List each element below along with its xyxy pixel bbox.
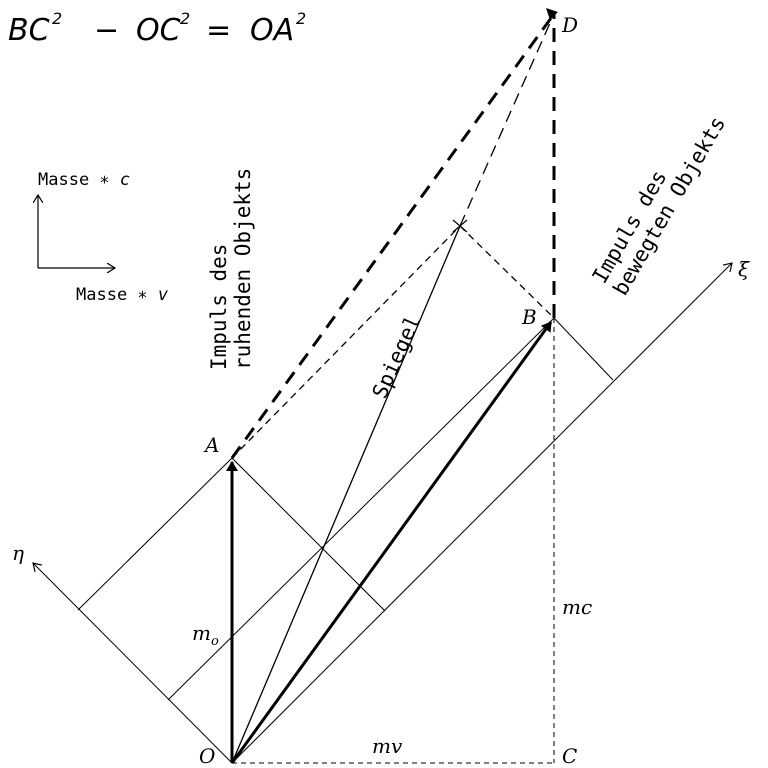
- grid-line: [77, 457, 233, 611]
- equation-equals: =: [206, 13, 231, 48]
- legend-x-label: Masse ∗ v: [76, 285, 169, 305]
- dashed-lines: [230, 13, 556, 764]
- svg-text:Spiegel: Spiegel: [368, 311, 426, 402]
- point-a-label: A: [203, 433, 219, 457]
- grid-line: [231, 457, 386, 612]
- xi-axis: [231, 263, 732, 764]
- point-b-label: B: [521, 305, 537, 329]
- svg-text:ruhenden Objekts: ruhenden Objekts: [231, 168, 255, 370]
- equation-minus: −: [94, 13, 119, 48]
- mirror-d-dashed-line: [459, 13, 555, 227]
- grid-line: [167, 317, 555, 701]
- legend-axes: Masse ∗ c Masse ∗ v: [38, 170, 169, 305]
- point-d-arrowhead: [546, 8, 558, 20]
- point-c-label: C: [562, 744, 577, 768]
- equation-exp-3: 2: [296, 9, 306, 28]
- grid-line: [553, 317, 614, 381]
- rotated-grid: [33, 263, 732, 764]
- mc-label: mc: [562, 595, 592, 619]
- mirror-label: Spiegel: [368, 311, 426, 402]
- xi-axis-label: ξ: [738, 257, 750, 281]
- moving-momentum-vector: [230, 321, 553, 764]
- legend-y-label: Masse ∗ c: [38, 170, 130, 190]
- mirror-point-marker: [452, 219, 468, 233]
- a-mirror-dashed-line: [231, 225, 461, 459]
- m0-label: mo: [192, 621, 219, 649]
- mirror-line: [231, 225, 461, 764]
- svg-text:Impuls des: Impuls des: [207, 244, 231, 370]
- eta-axis: [33, 563, 233, 764]
- equation: BC 2 − OC 2 = OA 2: [8, 9, 306, 48]
- point-d-label: D: [561, 13, 578, 37]
- equation-exp-2: 2: [180, 9, 190, 28]
- rest-momentum-label: Impuls des ruhenden Objekts: [207, 168, 255, 370]
- mirror-b-dashed-line: [459, 225, 555, 319]
- mv-label: mv: [372, 734, 403, 758]
- equation-oa: OA: [250, 13, 294, 48]
- point-o-label: O: [199, 744, 215, 768]
- equation-exp-1: 2: [52, 9, 62, 28]
- equation-oc: OC: [136, 13, 181, 48]
- equation-bc: BC: [8, 13, 50, 48]
- moving-momentum-label: Impuls des bewegten Objekts: [588, 112, 731, 299]
- eta-axis-label: η: [12, 541, 24, 565]
